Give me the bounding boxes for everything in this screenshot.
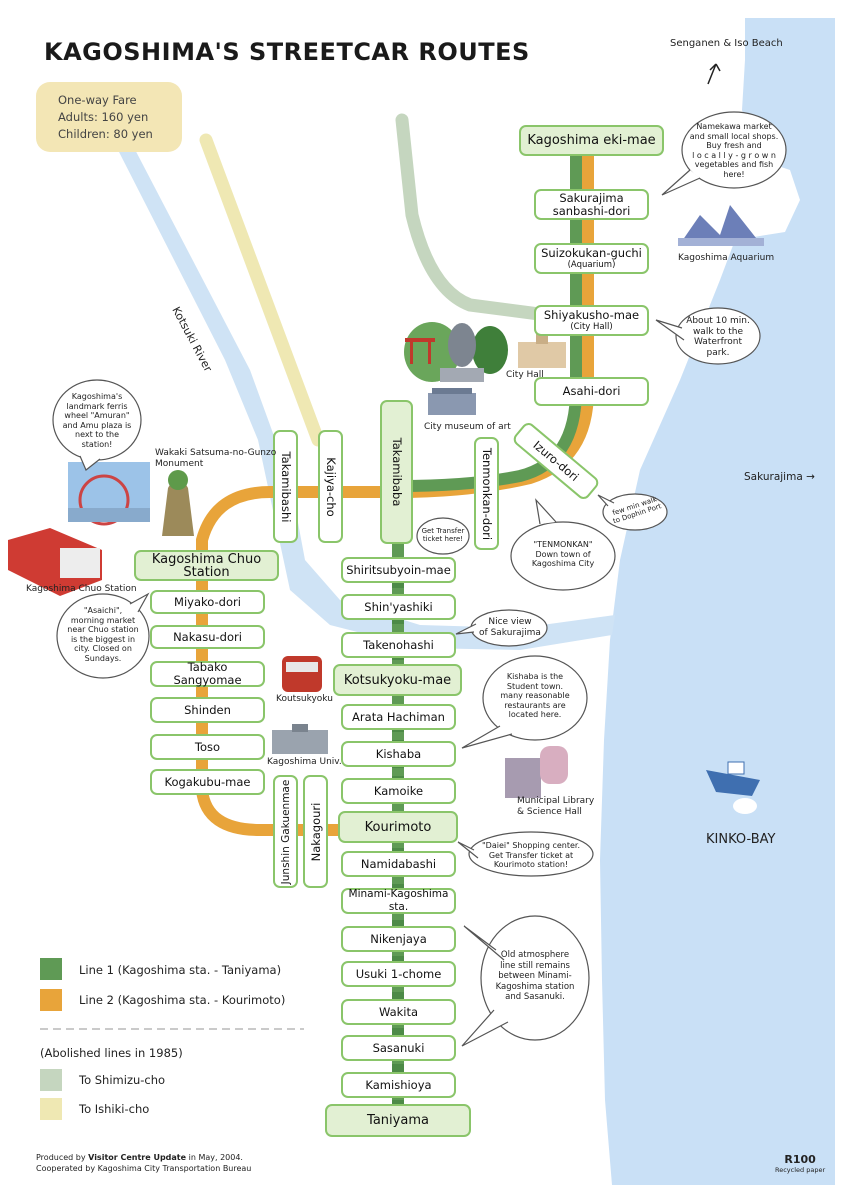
station-kajiya-cho[interactable]: Kajiya-cho (318, 430, 343, 543)
station-namidabashi[interactable]: Namidabashi (341, 851, 456, 877)
legend-ishiki-label: To Ishiki-cho (79, 1102, 150, 1116)
label-koutsukyoku: Koutsukyoku (276, 694, 333, 704)
station-kagoshima-eki-mae[interactable]: Kagoshima eki-mae (519, 125, 664, 156)
footer-credits: Produced by Visitor Centre Update in May… (36, 1153, 252, 1173)
station-shiyakusho-mae[interactable]: Shiyakusho-mae(City Hall) (534, 305, 649, 336)
station-nakasu-dori[interactable]: Nakasu-dori (150, 625, 265, 649)
station-takamibashi[interactable]: Takamibashi (273, 430, 298, 543)
station-kamishioya[interactable]: Kamishioya (341, 1072, 456, 1098)
fare-heading: One-way Fare (58, 93, 137, 107)
recycle-mark: R100 Recycled paper (775, 1153, 826, 1174)
label-senganen: Senganen & Iso Beach (670, 38, 783, 49)
station-takenohashi[interactable]: Takenohashi (341, 632, 456, 658)
kinko-bay-water (600, 18, 835, 1185)
label-city-hall: City Hall (506, 370, 544, 380)
station-shinyashiki[interactable]: Shin'yashiki (341, 594, 456, 620)
fare-children: Children: 80 yen (58, 127, 153, 141)
shimizu-line (395, 113, 592, 327)
shrine-illustration (404, 322, 508, 382)
station-tabako-sangyomae[interactable]: Tabako Sangyomae (150, 661, 265, 687)
station-arata-hachiman[interactable]: Arata Hachiman (341, 704, 456, 730)
label-chuo-station: Kagoshima Chuo Station (26, 584, 137, 594)
label-sakurajima: Sakurajima → (744, 471, 815, 483)
station-minami-kagoshima[interactable]: Minami-Kagoshima sta. (341, 888, 456, 914)
station-kogakubu-mae[interactable]: Kogakubu-mae (150, 769, 265, 795)
station-usuki-1-chome[interactable]: Usuki 1-chome (341, 961, 456, 987)
station-shinden[interactable]: Shinden (150, 697, 265, 723)
line-1-route (392, 150, 582, 1120)
ship-illustration (706, 761, 760, 814)
station-kotsukyoku-mae[interactable]: Kotsukyoku-mae (333, 664, 462, 696)
label-city-museum: City museum of art (424, 422, 511, 432)
station-takamibaba[interactable]: Takamibaba (380, 400, 413, 544)
station-nikenjaya[interactable]: Nikenjaya (341, 926, 456, 952)
bubble-daiei: "Daiei" Shopping center.Get Transfer tic… (482, 841, 580, 869)
station-nakagouri[interactable]: Nakagouri (303, 775, 328, 888)
ferris-wheel-photo (68, 462, 150, 526)
fare-box: One-way Fare Adults: 160 yen Children: 8… (36, 82, 182, 152)
station-sasanuki[interactable]: Sasanuki (341, 1035, 456, 1061)
label-kinko-bay: KINKO-BAY (706, 832, 776, 847)
legend-abolished-label: (Abolished lines in 1985) (40, 1046, 183, 1060)
legend-shimizu-label: To Shimizu-cho (79, 1073, 166, 1087)
monument-illustration (162, 470, 194, 536)
ishiki-line (199, 133, 325, 447)
station-wakita[interactable]: Wakita (341, 999, 456, 1025)
chuo-station-illustration (8, 528, 102, 596)
station-asahi-dori[interactable]: Asahi-dori (534, 377, 649, 406)
legend-line2-swatch (40, 989, 62, 1011)
fare-adults: Adults: 160 yen (58, 110, 149, 124)
city-hall-illustration (518, 334, 566, 368)
station-kishaba[interactable]: Kishaba (341, 741, 456, 767)
streetcar-illustration (282, 656, 322, 692)
station-kamoike[interactable]: Kamoike (341, 778, 456, 804)
station-suizokukan-guchi[interactable]: Suizokukan-guchi(Aquarium) (534, 243, 649, 274)
label-aquarium: Kagoshima Aquarium (678, 253, 775, 263)
aquarium-illustration (678, 205, 764, 246)
label-kagoshima-univ: Kagoshima Univ. (267, 757, 342, 767)
station-tenmonkan-dori[interactable]: Tenmonkan-dori (474, 437, 499, 550)
museum-illustration (428, 388, 476, 415)
station-taniyama[interactable]: Taniyama (325, 1104, 471, 1137)
legend-line2-label: Line 2 (Kagoshima sta. - Kourimoto) (79, 993, 286, 1007)
station-kagoshima-chuo[interactable]: Kagoshima Chuo Station (134, 550, 279, 581)
library-illustration (505, 746, 568, 798)
page-title: KAGOSHIMA'S STREETCAR ROUTES (44, 38, 530, 66)
legend-line1-swatch (40, 958, 62, 980)
legend-shimizu-swatch (40, 1069, 62, 1091)
senganen-arrow (707, 63, 721, 85)
station-kourimoto[interactable]: Kourimoto (338, 811, 458, 843)
speech-bubbles (52, 111, 787, 1047)
university-illustration (272, 724, 328, 754)
label-library: Municipal Library& Science Hall (517, 796, 595, 817)
legend-line1-label: Line 1 (Kagoshima sta. - Taniyama) (79, 963, 282, 977)
station-miyako-dori[interactable]: Miyako-dori (150, 590, 265, 614)
station-toso[interactable]: Toso (150, 734, 265, 760)
station-junshin-gakuenmae[interactable]: Junshin Gakuenmae (273, 775, 298, 888)
station-shiritsubyoin-mae[interactable]: Shiritsubyoin-mae (341, 557, 456, 583)
legend-ishiki-swatch (40, 1098, 62, 1120)
